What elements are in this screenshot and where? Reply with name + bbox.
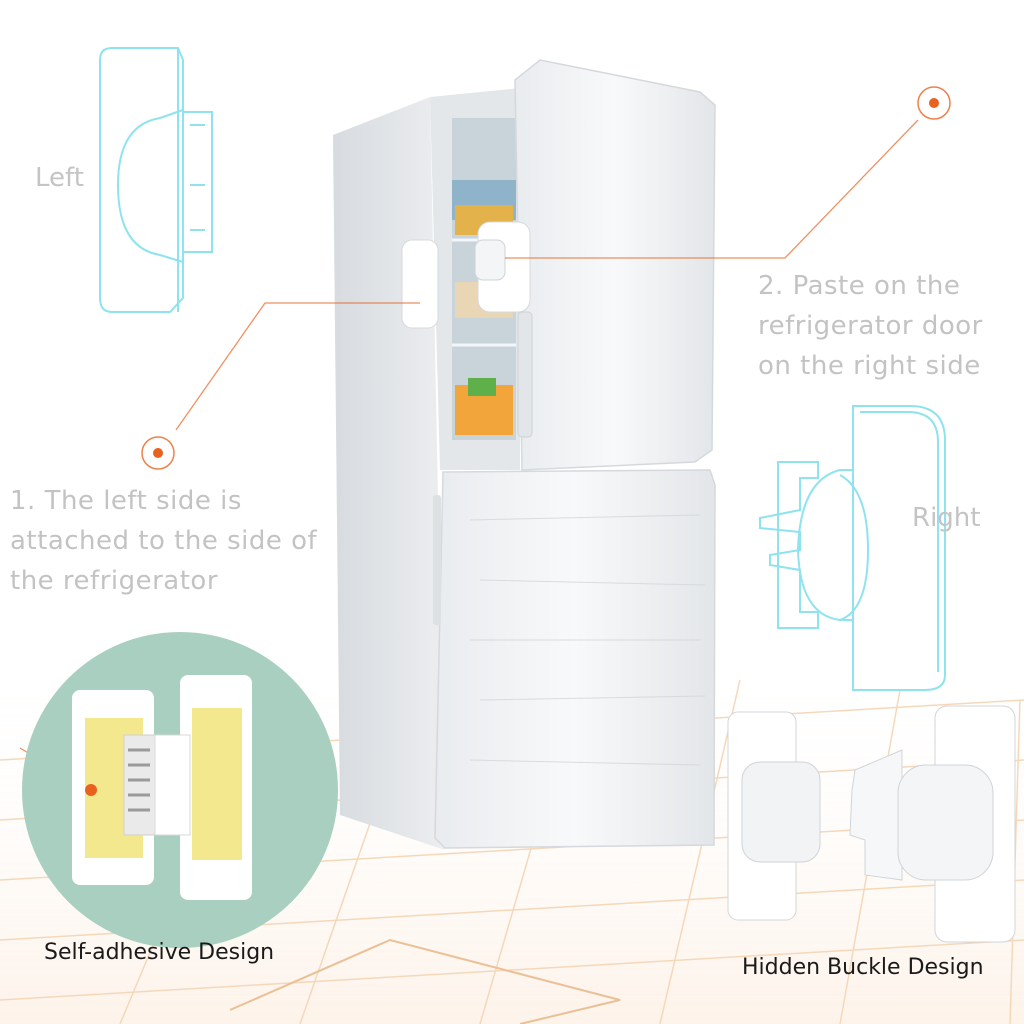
instruction-step-2: 2. Paste on the refrigerator door on the… <box>758 271 983 381</box>
marker-left <box>141 436 175 470</box>
label-right: Right <box>912 503 981 533</box>
caption-self-adhesive: Self-adhesive Design <box>44 940 275 965</box>
marker-right <box>917 86 951 120</box>
refrigerator <box>333 59 716 850</box>
left-piece-outline <box>99 47 213 313</box>
adhesive-badge <box>22 632 338 948</box>
buckle-product <box>727 705 1016 943</box>
caption-hidden-buckle: Hidden Buckle Design <box>742 955 984 980</box>
label-left: Left <box>35 163 84 193</box>
instruction-step-1: 1. The left side is attached to the side… <box>10 486 318 596</box>
right-piece-outline <box>759 405 946 691</box>
